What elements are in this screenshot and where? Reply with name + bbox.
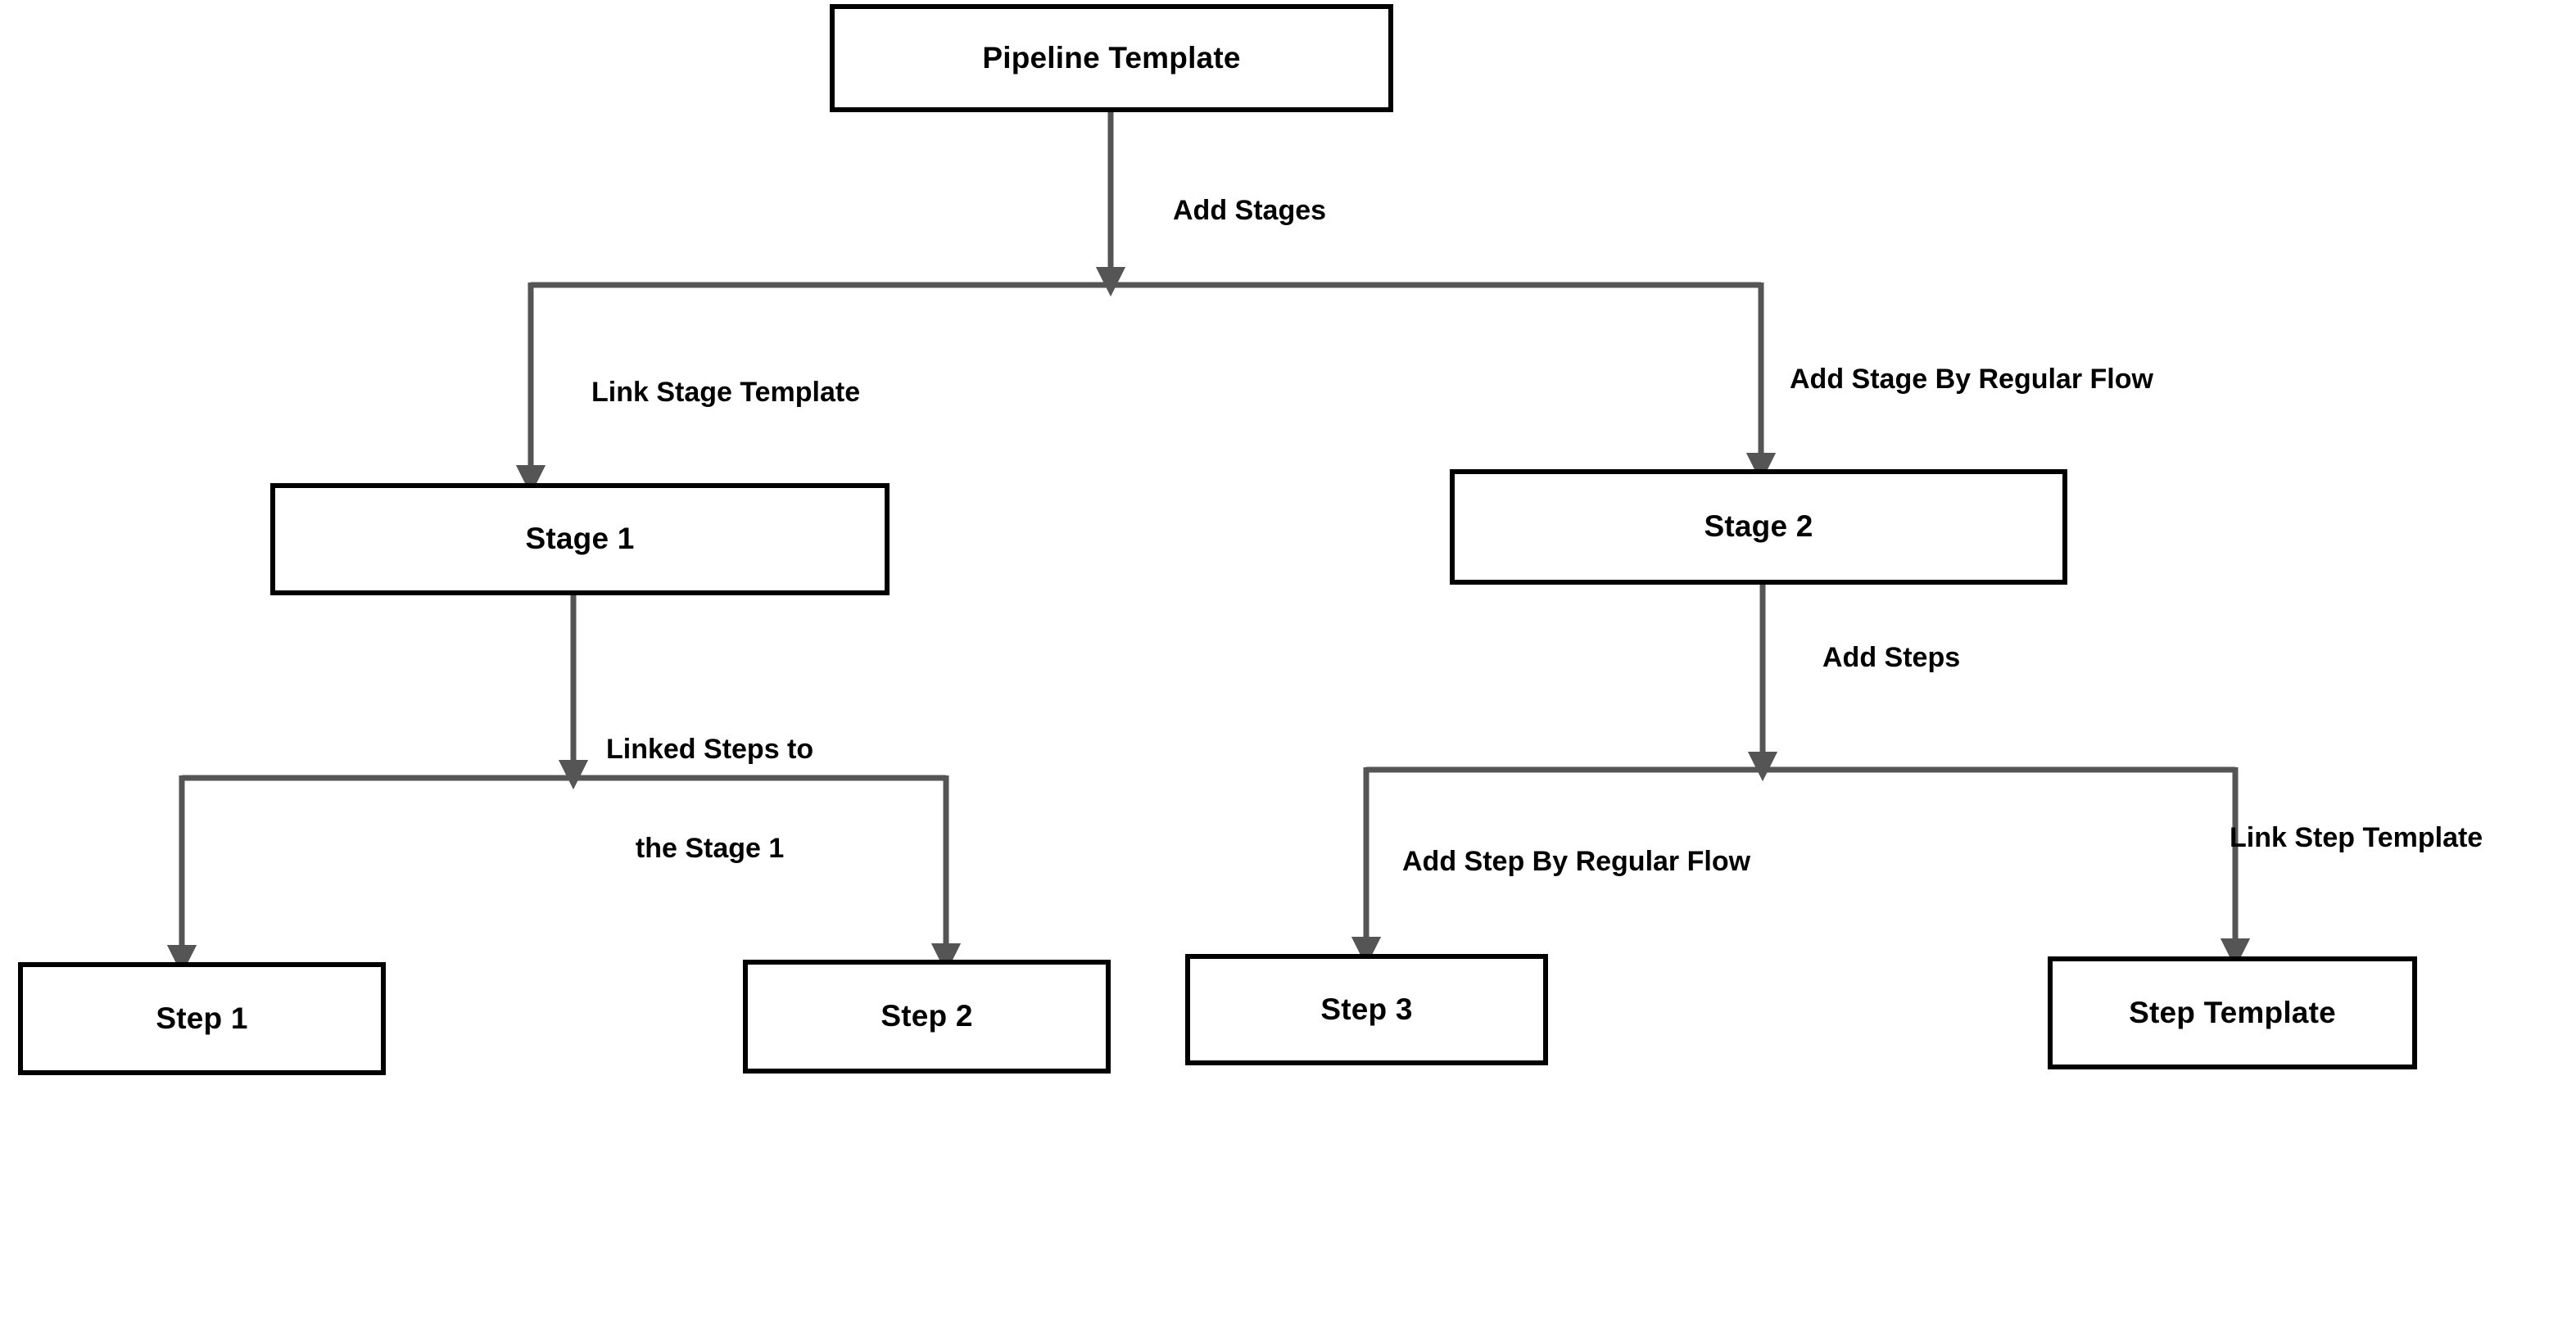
node-step-template[interactable]: Step Template xyxy=(2048,956,2417,1069)
edge-label-linked-steps-line-1: Linked Steps to xyxy=(606,734,814,766)
node-pipeline-template[interactable]: Pipeline Template xyxy=(830,4,1393,112)
edge-label-add-stages: Add Stages xyxy=(1173,195,1327,226)
node-step-3-label: Step 3 xyxy=(1320,992,1413,1026)
edge-label-link-stage-template: Link Stage Template xyxy=(591,377,861,408)
node-pipeline-template-label: Pipeline Template xyxy=(982,40,1241,75)
node-stage-1-label: Stage 1 xyxy=(525,522,635,556)
edge-label-linked-steps-line-2: the Stage 1 xyxy=(635,832,785,864)
node-step-1-label: Step 1 xyxy=(156,1001,248,1035)
node-stage-1[interactable]: Stage 1 xyxy=(270,483,890,595)
node-step-3[interactable]: Step 3 xyxy=(1185,954,1548,1065)
edge-label-linked-steps-to-stage-1: Linked Steps to the Stage 1 xyxy=(606,667,813,930)
node-stage-2-label: Stage 2 xyxy=(1704,509,1813,544)
edge-label-add-stage-by-regular-flow: Add Stage By Regular Flow xyxy=(1790,364,2153,395)
node-step-template-label: Step Template xyxy=(2129,995,2336,1029)
node-step-2-label: Step 2 xyxy=(881,999,973,1033)
edge-label-add-steps: Add Steps xyxy=(1822,642,1961,673)
node-step-1[interactable]: Step 1 xyxy=(18,962,386,1075)
edge-label-add-step-by-regular-flow: Add Step By Regular Flow xyxy=(1402,846,1751,877)
node-step-2[interactable]: Step 2 xyxy=(743,960,1111,1074)
node-stage-2[interactable]: Stage 2 xyxy=(1450,469,2067,585)
edge-label-link-step-template: Link Step Template xyxy=(2230,822,2483,853)
